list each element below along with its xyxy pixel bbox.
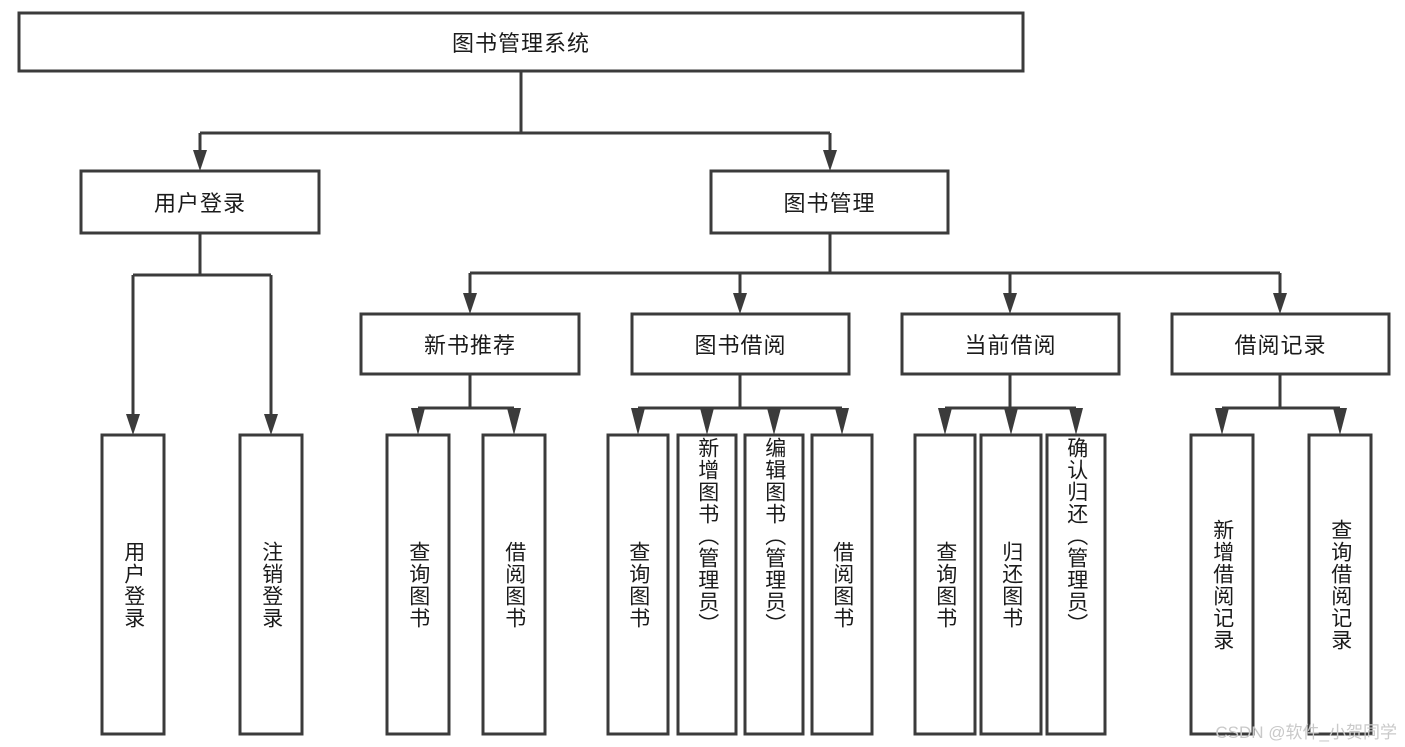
node-label-new-book-recommend: 新书推荐 (423, 333, 516, 358)
arrow-head-leaf-confirm-return (1069, 408, 1083, 435)
arrow-head-user-login (193, 150, 207, 171)
leaf-box-query-borrow-record[interactable] (1307, 433, 1373, 736)
arrow-head-new-book-rec (463, 293, 477, 314)
arrow-head-leaf-add-record (1215, 408, 1229, 435)
arrow-head-leaf-borrow-book-2 (835, 408, 849, 435)
leaf-box-return-book[interactable] (979, 433, 1043, 736)
arrow-head-leaf-return-book (1004, 408, 1018, 435)
leaf-box-user-login[interactable] (100, 433, 166, 736)
arrow-head-leaf-edit-book (767, 408, 781, 435)
arrow-head-leaf-query-record (1333, 408, 1347, 435)
node-label-root: 图书管理系统 (451, 31, 590, 56)
node-box-book-borrow[interactable] (630, 312, 851, 376)
node-label-user-login: 用户登录 (153, 191, 246, 216)
node-box-root[interactable] (17, 11, 1025, 73)
arrow-head-leaf-user-login (126, 414, 140, 435)
arrow-head-leaf-add-book (700, 408, 714, 435)
connectors-group (126, 71, 1347, 435)
connector-userlogin-to-leaves (131, 233, 273, 414)
connector-bookborrow-to-leaves (636, 374, 844, 414)
node-box-new-book-recommend[interactable] (359, 312, 581, 376)
leaf-box-edit-book[interactable] (743, 433, 805, 736)
arrow-head-leaf-query-book-2 (631, 408, 645, 435)
leaf-box-logout[interactable] (238, 433, 304, 736)
leaf-box-borrow-book-1[interactable] (481, 433, 547, 736)
node-label-current-borrow: 当前借阅 (964, 333, 1057, 358)
leaf-box-borrow-book-2[interactable] (810, 433, 874, 736)
node-boxes-group (17, 11, 1391, 736)
connector-bookmanage-to-level3 (468, 233, 1282, 293)
arrow-head-book-manage (823, 150, 837, 171)
arrow-head-leaf-logout (264, 414, 278, 435)
leaf-box-add-borrow-record[interactable] (1189, 433, 1255, 736)
leaf-box-add-book[interactable] (676, 433, 738, 736)
connector-root-to-level2 (198, 71, 832, 150)
node-box-user-login[interactable] (79, 169, 321, 235)
connector-newbook-to-leaves (416, 374, 516, 414)
leaf-box-query-book-2[interactable] (606, 433, 670, 736)
arrow-head-leaf-borrow-book-1 (507, 408, 521, 435)
arrow-head-leaf-query-book-3 (938, 408, 952, 435)
node-label-borrow-record: 借阅记录 (1234, 333, 1327, 358)
node-box-current-borrow[interactable] (900, 312, 1121, 376)
arrow-head-book-borrow (733, 293, 747, 314)
leaf-box-confirm-return[interactable] (1045, 433, 1107, 736)
node-label-book-borrow: 图书借阅 (694, 333, 787, 358)
arrow-head-leaf-query-book-1 (411, 408, 425, 435)
watermark-text: CSDN @软件_小贺同学 (1215, 723, 1397, 742)
arrow-head-current-borrow (1003, 293, 1017, 314)
leaf-box-query-book-3[interactable] (913, 433, 977, 736)
node-label-book-management: 图书管理 (783, 191, 876, 216)
node-box-book-management[interactable] (709, 169, 950, 235)
node-box-borrow-record[interactable] (1170, 312, 1391, 376)
arrow-head-borrow-record (1273, 293, 1287, 314)
leaf-box-query-book-1[interactable] (385, 433, 451, 736)
connector-borrowrecord-to-leaves (1220, 374, 1342, 414)
